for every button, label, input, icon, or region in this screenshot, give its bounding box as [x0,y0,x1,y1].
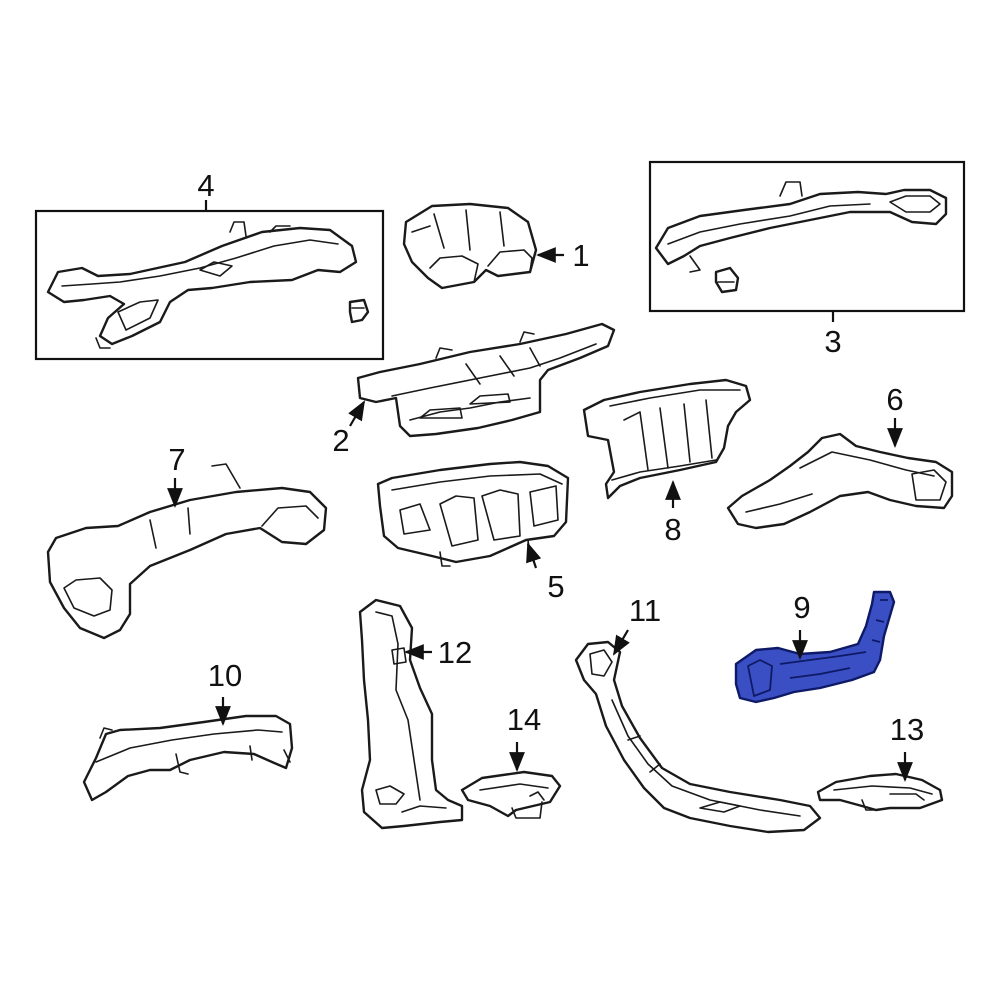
part-7-side-duct[interactable] [46,463,328,640]
part-2-register-duct[interactable] [348,322,616,438]
part-13-right-plate[interactable] [816,752,944,812]
callout-7[interactable]: 7 [168,442,185,477]
callout-1[interactable]: 1 [572,238,589,273]
part-6-right-duct[interactable] [726,418,954,530]
callout-9[interactable]: 9 [793,590,810,625]
callout-3[interactable]: 3 [824,324,841,359]
part-11-curved-duct[interactable] [574,629,822,834]
callout-6[interactable]: 6 [886,382,903,417]
callout-2[interactable]: 2 [332,423,349,458]
callout-12[interactable]: 12 [438,635,472,670]
callout-4[interactable]: 4 [197,168,214,203]
part-10-lower-duct[interactable] [82,697,294,802]
part-5-heater-case[interactable] [376,460,570,569]
part-4-duct-assembly[interactable] [34,200,385,361]
part-3-duct[interactable] [648,160,966,322]
callout-14[interactable]: 14 [507,702,541,737]
callout-10[interactable]: 10 [208,658,242,693]
callout-11[interactable]: 11 [629,593,661,628]
part-1-center-duct[interactable] [402,202,564,290]
callout-8[interactable]: 8 [664,512,681,547]
part-12-tall-duct[interactable] [358,598,464,830]
part-9-highlighted-duct[interactable] [734,590,896,704]
callout-13[interactable]: 13 [890,712,924,747]
part-14-small-plate[interactable] [460,742,562,819]
callout-5[interactable]: 5 [547,569,564,604]
part-8-vent-grille[interactable] [582,378,752,508]
